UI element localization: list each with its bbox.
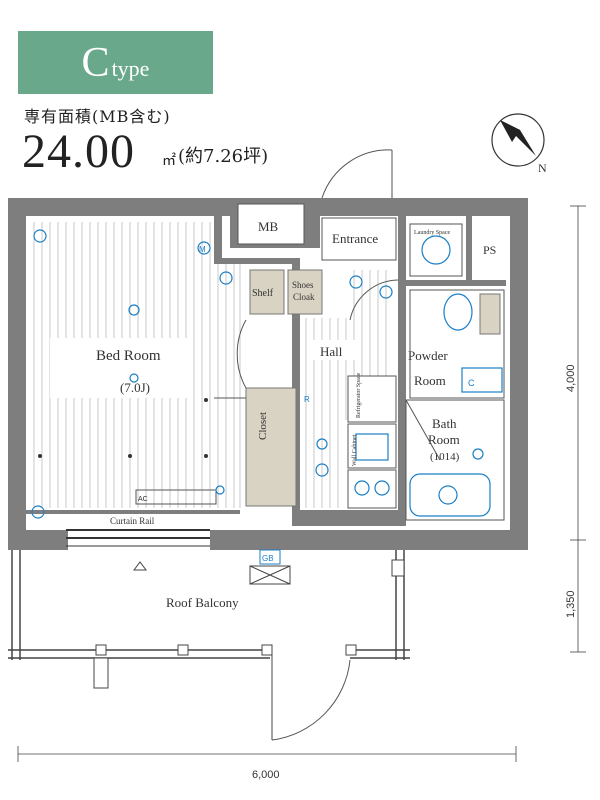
mb-box: [237, 203, 305, 245]
area-tsubo: (約7.26坪): [178, 146, 269, 167]
curtain-rail-label: Curtain Rail: [110, 516, 155, 526]
dimension-total-width: 6,000: [252, 769, 280, 781]
c-fixture-label: C: [468, 378, 475, 388]
powder-room-label: Room: [414, 373, 446, 388]
refrigerator-space: [347, 375, 397, 423]
shoes-label: Shoes: [292, 280, 314, 290]
compass-icon: N: [491, 113, 547, 175]
balcony-label: Roof Balcony: [166, 595, 239, 610]
roof-balcony: [8, 550, 410, 741]
bath-room-label: Room: [428, 432, 460, 447]
area-unit: ㎡: [162, 153, 176, 169]
entrance-door-swing: [321, 149, 393, 199]
type-word: type: [111, 55, 150, 81]
bath-size: (1014): [430, 451, 460, 463]
cloak-label: Cloak: [293, 292, 315, 302]
bedroom-size: (7.0J): [120, 380, 150, 395]
dimension-room-height: 4,000: [565, 364, 577, 392]
shoes-cloak-area: [287, 269, 323, 315]
bedroom-fixtures: M AC: [31, 229, 233, 519]
r-fixture-label: R: [304, 395, 310, 404]
gb-box: GB: [249, 549, 291, 585]
bedroom-label: Bed Room: [96, 348, 161, 364]
laundry-space: [409, 223, 463, 277]
stove: [347, 469, 397, 509]
closet-area: [245, 387, 297, 507]
compass-north-label: N: [538, 161, 547, 175]
dimension-balcony-height: 1,350: [565, 590, 577, 618]
area-value: 24.00: [22, 125, 135, 178]
wall-cabinet-label: Wall Cabinet: [352, 434, 358, 466]
type-badge: C type: [18, 31, 213, 94]
type-letter: C: [81, 39, 110, 86]
shelf-label: Shelf: [252, 288, 274, 299]
dimension-lines: [17, 205, 586, 762]
ac-label: AC: [138, 496, 148, 503]
m-fixture-label: M: [199, 245, 206, 254]
closet-label: Closet: [257, 412, 269, 440]
shelf-area: [249, 269, 285, 315]
laundry-label: Laundry Space: [414, 230, 450, 236]
refrigerator-label: Refrigerator Space: [355, 373, 362, 418]
gb-label: GB: [262, 554, 274, 563]
bathtub: [409, 473, 491, 517]
mb-label: MB: [258, 219, 279, 234]
powder-label: Powder: [408, 348, 448, 363]
bedroom-label-bg: [50, 338, 190, 398]
bath-label: Bath: [432, 416, 457, 431]
ps-label: PS: [483, 243, 496, 257]
entrance-label: Entrance: [332, 231, 378, 246]
area-label: 専有面積(MB含む): [24, 107, 171, 126]
entrance-area: [321, 217, 397, 261]
hall-label: Hall: [320, 344, 343, 359]
